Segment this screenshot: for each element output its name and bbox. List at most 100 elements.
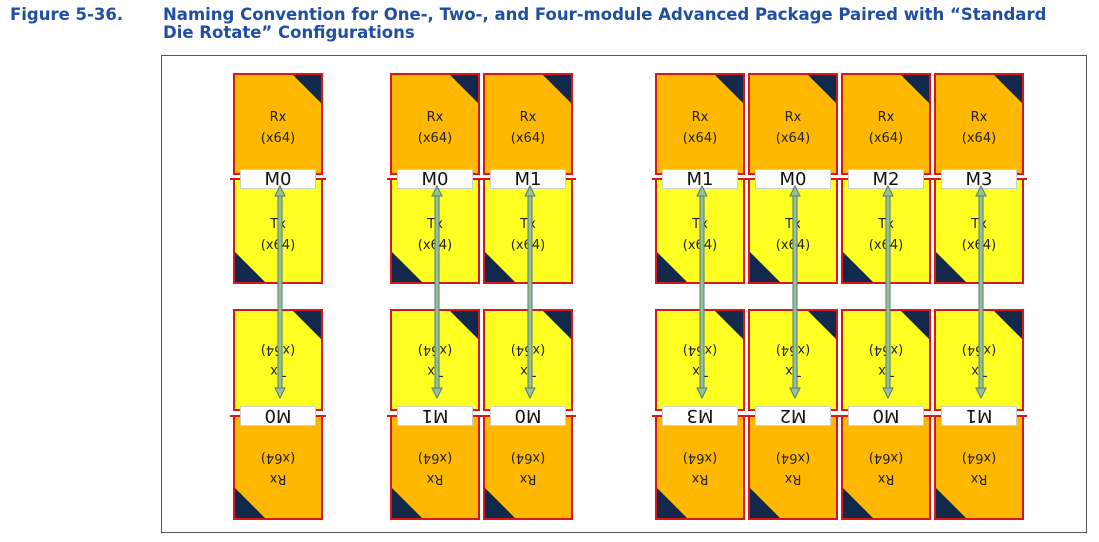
- corner-marker: [450, 311, 478, 339]
- width-label: (x64): [682, 238, 718, 253]
- tx-label: Tx: [427, 217, 443, 232]
- rx-label: Rx: [519, 471, 537, 486]
- tx-tile-top: Tx (x64): [655, 178, 745, 284]
- width-label: (x64): [682, 342, 718, 357]
- tx-label: Tx: [520, 363, 536, 378]
- tx-label: Tx: [971, 217, 987, 232]
- tx-tile-top: Tx (x64): [233, 178, 323, 284]
- rx-label: Rx: [784, 471, 802, 486]
- tx-label: Tx: [878, 363, 894, 378]
- width-label: (x64): [961, 342, 997, 357]
- width-label: (x64): [510, 131, 546, 146]
- width-label: (x64): [260, 238, 296, 253]
- width-label: (x64): [868, 238, 904, 253]
- tx-label: Tx: [270, 217, 286, 232]
- rx-tile-top: Rx (x64): [233, 73, 323, 175]
- rx-label: Rx: [691, 471, 709, 486]
- tx-tile-bottom: Tx (x64): [934, 309, 1024, 411]
- rx-label: Rx: [970, 110, 988, 125]
- corner-marker: [715, 311, 743, 339]
- corner-marker: [485, 488, 515, 518]
- tx-label: Tx: [878, 217, 894, 232]
- corner-marker: [485, 252, 515, 282]
- rx-tile-bottom: Rx(x64): [390, 415, 480, 520]
- rx-label: Rx: [426, 110, 444, 125]
- width-label: (x64): [775, 342, 811, 357]
- corner-marker: [936, 252, 966, 282]
- tx-tile-top: Tx (x64): [841, 178, 931, 284]
- corner-marker: [293, 311, 321, 339]
- tx-tile-top: Tx (x64): [748, 178, 838, 284]
- corner-marker: [450, 75, 478, 103]
- tx-tile-top: Tx (x64): [390, 178, 480, 284]
- rx-tile-bottom: Rx(x64): [233, 415, 323, 520]
- tx-tile-bottom: Tx (x64): [748, 309, 838, 411]
- rx-tile-top: Rx(x64): [390, 73, 480, 175]
- tx-tile-top: Tx (x64): [483, 178, 573, 284]
- width-label: (x64): [510, 342, 546, 357]
- tx-label: Tx: [785, 217, 801, 232]
- module-label-bottom: M1: [397, 405, 473, 426]
- tx-label: Tx: [692, 363, 708, 378]
- corner-marker: [235, 488, 265, 518]
- corner-marker: [843, 488, 873, 518]
- width-label: (x64): [868, 131, 904, 146]
- width-label: (x64): [775, 238, 811, 253]
- corner-marker: [235, 252, 265, 282]
- bottom-module-row-line: [652, 415, 1027, 417]
- tx-tile-bottom: Tx (x64): [233, 309, 323, 411]
- module-label-bottom: M0: [490, 405, 566, 426]
- rx-tile-bottom: Rx(x64): [748, 415, 838, 520]
- width-label: (x64): [961, 131, 997, 146]
- corner-marker: [293, 75, 321, 103]
- rx-label: Rx: [784, 110, 802, 125]
- module-label-bottom: M2: [755, 405, 831, 426]
- top-module-row-line: [652, 178, 1027, 180]
- rx-label: Rx: [269, 471, 287, 486]
- width-label: (x64): [868, 450, 904, 465]
- module-label-top: M0: [240, 169, 316, 190]
- width-label: (x64): [961, 450, 997, 465]
- tx-tile-bottom: Tx (x64): [655, 309, 745, 411]
- tx-label: Tx: [427, 363, 443, 378]
- corner-marker: [808, 311, 836, 339]
- rx-tile-bottom: Rx (x64): [655, 415, 745, 520]
- tx-label: Tx: [971, 363, 987, 378]
- rx-label: Rx: [519, 110, 537, 125]
- module-label-top: M0: [397, 169, 473, 190]
- rx-label: Rx: [877, 471, 895, 486]
- width-label: (x64): [260, 131, 296, 146]
- width-label: (x64): [417, 238, 453, 253]
- rx-tile-bottom: Rx(x64): [934, 415, 1024, 520]
- corner-marker: [392, 252, 422, 282]
- figure-title: Naming Convention for One-, Two-, and Fo…: [163, 5, 1047, 42]
- module-label-bottom: M0: [848, 405, 924, 426]
- corner-marker: [750, 488, 780, 518]
- module-label-bottom: M1: [941, 405, 1017, 426]
- corner-marker: [543, 311, 571, 339]
- rx-tile-top: Rx (x64): [934, 73, 1024, 175]
- width-label: (x64): [510, 450, 546, 465]
- corner-marker: [543, 75, 571, 103]
- width-label: (x64): [260, 342, 296, 357]
- width-label: (x64): [417, 450, 453, 465]
- module-label-top: M2: [848, 169, 924, 190]
- tx-label: Tx: [520, 217, 536, 232]
- tx-label: Tx: [785, 363, 801, 378]
- width-label: (x64): [682, 450, 718, 465]
- rx-label: Rx: [691, 110, 709, 125]
- module-label-bottom: M3: [662, 405, 738, 426]
- tx-label: Tx: [692, 217, 708, 232]
- rx-tile-top: Rx(x64): [748, 73, 838, 175]
- corner-marker: [901, 75, 929, 103]
- rx-tile-bottom: Rx (x64): [841, 415, 931, 520]
- tx-tile-bottom: Tx (x64): [483, 309, 573, 411]
- width-label: (x64): [961, 238, 997, 253]
- corner-marker: [843, 252, 873, 282]
- rx-label: Rx: [269, 110, 287, 125]
- tx-label: Tx: [270, 363, 286, 378]
- corner-marker: [994, 311, 1022, 339]
- corner-marker: [936, 488, 966, 518]
- rx-tile-bottom: Rx (x64): [483, 415, 573, 520]
- width-label: (x64): [510, 238, 546, 253]
